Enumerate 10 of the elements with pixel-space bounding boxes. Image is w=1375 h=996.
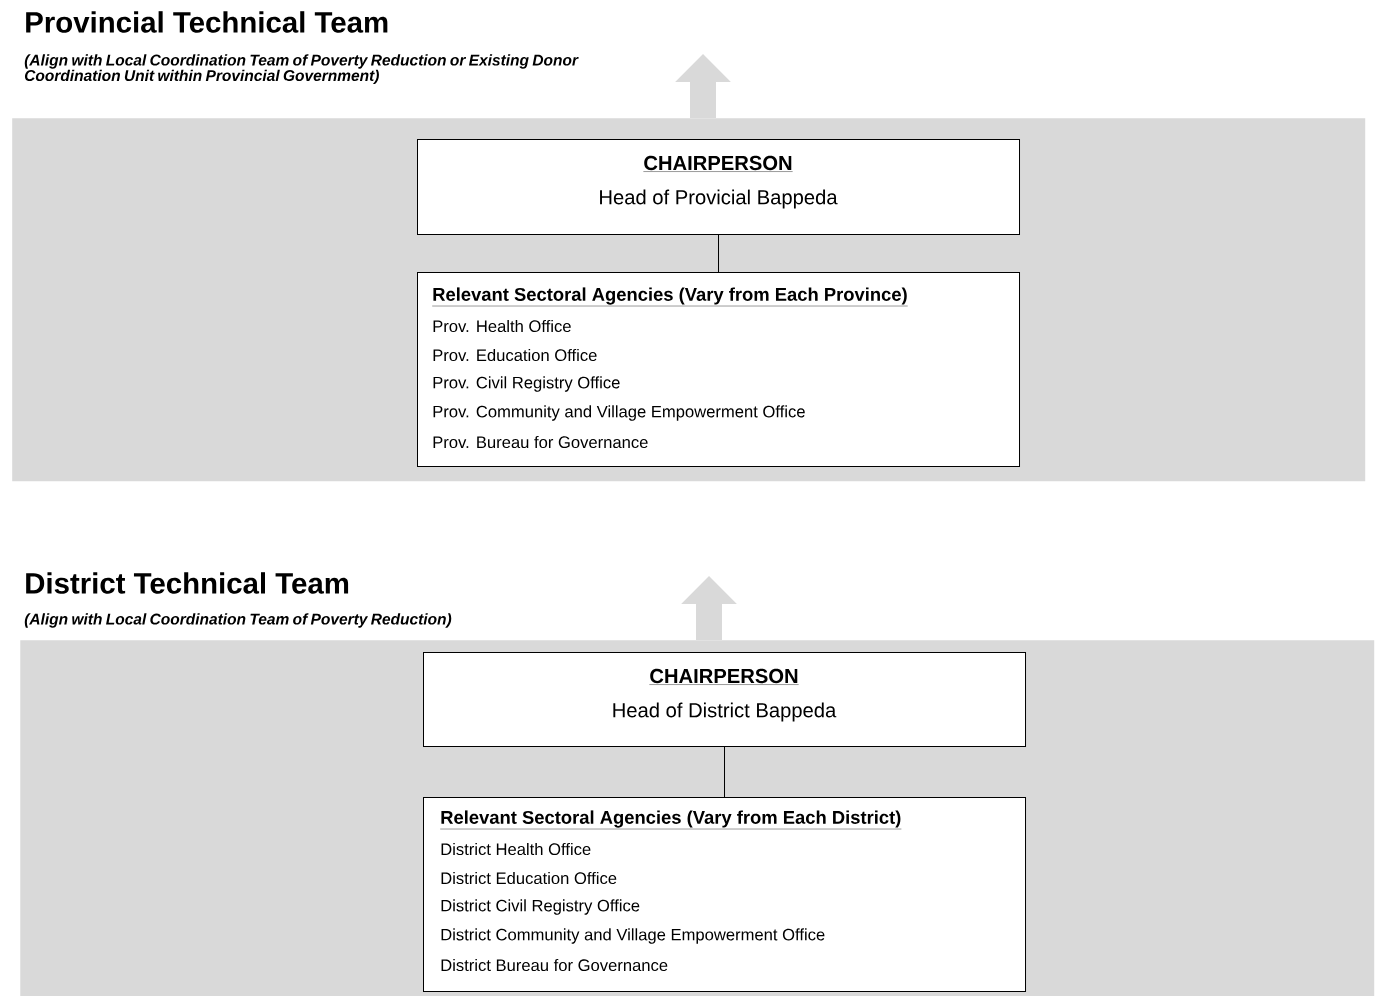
agency-list-box: Relevant Sectoral Agencies (Vary from Each District) District Health Office District Education Office District Civil Registry Office District Community and Village Empowerment Office District Bureau for Governance bbox=[423, 797, 1026, 992]
node-label: District Technical Team bbox=[26, 572, 349, 594]
chairperson-box: CHAIRPERSON Head of District Bappeda bbox=[423, 652, 1026, 747]
node-label: (Align with Local Coordination Team of Poverty Reduction or Existing Donor Coordination Unit within Provincial Government) bbox=[24, 54, 579, 85]
chairperson-box: CHAIRPERSON Head of Provicial Bappeda bbox=[417, 139, 1020, 235]
connector-line bbox=[718, 234, 719, 273]
connector-line bbox=[724, 746, 725, 798]
node-label: Provincial Technical Team bbox=[26, 11, 388, 33]
agency-list-box: Relevant Sectoral Agencies (Vary from Each Province) Prov. Health Office Prov. Education Office Prov. Civil Registry Office Prov. Community and Village Empowerment Office Prov. Bureau for Governance bbox=[417, 272, 1020, 467]
node-label: (Align with Local Coordination Team of Poverty Reduction) bbox=[24, 613, 452, 628]
